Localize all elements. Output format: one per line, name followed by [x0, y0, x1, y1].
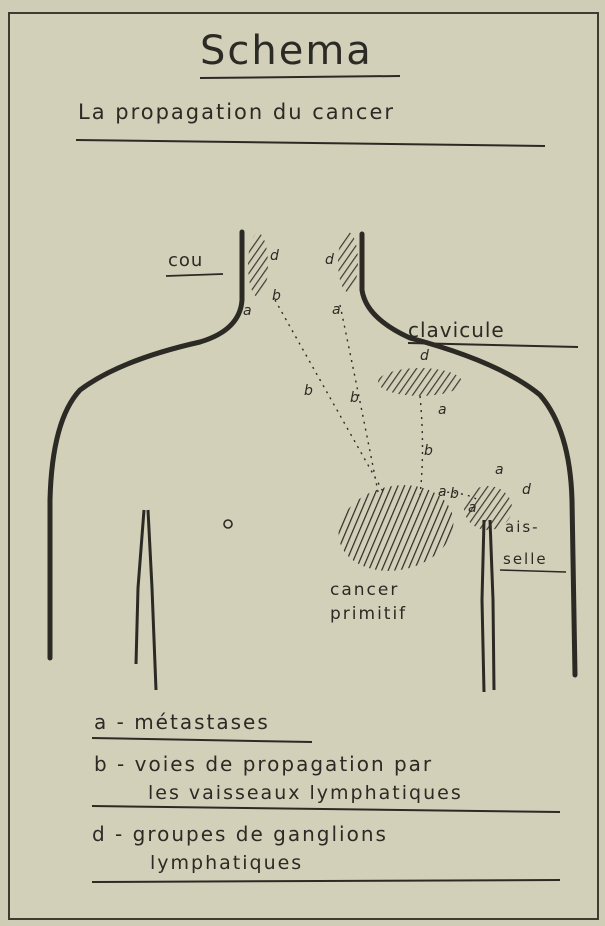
marker-a: a [495, 462, 504, 478]
label-aisselle-2: selle [503, 550, 548, 568]
subtitle-underline [76, 140, 545, 146]
neck-right-nodes [338, 232, 358, 292]
label-clavicule: clavicule [408, 318, 505, 342]
marker-b: b [350, 390, 359, 406]
lymph-path-clav [420, 396, 423, 495]
marker-a: a [468, 500, 477, 516]
legend-voies-cont: les vaisseaux lymphatiques [148, 782, 463, 804]
legend-metastases: a - métastases [94, 710, 270, 734]
label-cou: cou [168, 250, 203, 271]
marker-d: d [420, 348, 429, 364]
cou-underline [166, 274, 223, 276]
legend-d-underline [92, 880, 560, 882]
marker-a: a [332, 302, 341, 318]
marker-a: a [243, 303, 252, 319]
left-arm-line [136, 510, 144, 664]
legend-ganglions-cont: lymphatiques [150, 852, 303, 874]
right-arm-line [482, 520, 484, 692]
right-arm-line-2 [490, 520, 494, 690]
legend-a-underline [92, 738, 312, 742]
marker-b: b [450, 486, 459, 502]
clavicle-nodes [378, 368, 462, 396]
legend-ganglions: d - groupes de ganglions [92, 822, 388, 846]
marker-a: a [438, 402, 447, 418]
label-aisselle-1: ais- [505, 518, 540, 536]
legend-voies: b - voies de propagation par [94, 752, 433, 776]
legend-b-underline [92, 806, 560, 812]
torso-left-outline [50, 232, 242, 658]
lymph-path-mid [340, 305, 378, 492]
marker-d: d [522, 482, 531, 498]
marker-d: d [325, 252, 334, 268]
marker-b: b [272, 288, 281, 304]
neck-left-nodes [248, 233, 268, 297]
lymph-path-left [275, 300, 385, 495]
diagram-title: Schema [200, 28, 373, 74]
nipple-mark [224, 520, 232, 528]
label-primitif: primitif [330, 604, 407, 624]
left-arm-line-2 [148, 510, 156, 690]
diagram-subtitle: La propagation du cancer [78, 100, 395, 124]
marker-d: d [270, 248, 279, 264]
marker-b: b [424, 443, 433, 459]
marker-a: a [438, 484, 447, 500]
marker-b: b [304, 383, 313, 399]
label-cancer: cancer [330, 580, 399, 600]
aisselle-underline [500, 570, 566, 572]
title-underline [200, 76, 400, 78]
